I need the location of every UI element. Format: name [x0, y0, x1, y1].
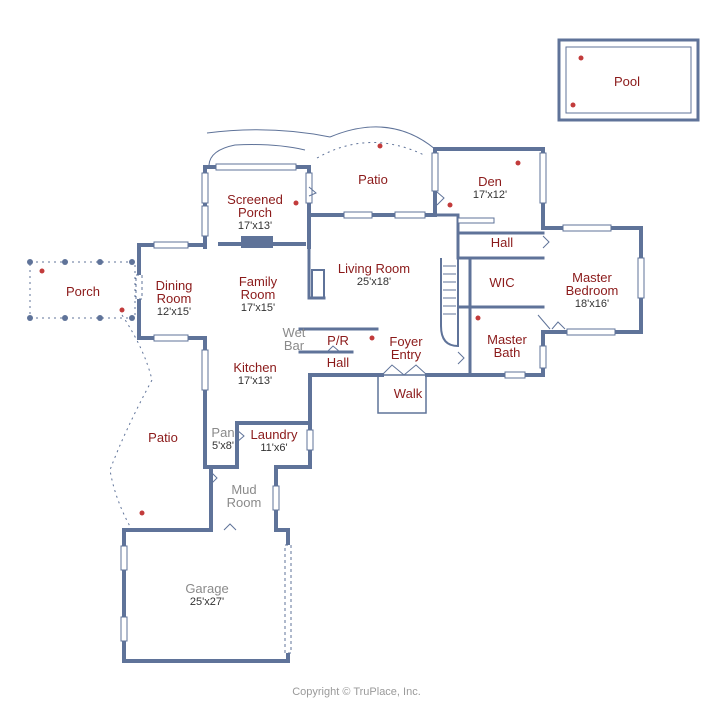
fixtures [210, 186, 566, 531]
interior-walls [235, 213, 545, 469]
room-dims-laundry: 11'x6' [260, 442, 287, 454]
porch-posts [27, 259, 135, 321]
room-label-patio-top: Patio [358, 172, 388, 187]
room-label-hall-upper: Hall [491, 235, 514, 250]
room-label-kitchen: Kitchen [233, 360, 276, 375]
room-label-hall-lower: Hall [327, 355, 350, 370]
room-label-garage: Garage [185, 581, 228, 596]
room-dims-living-room: 25'x18' [357, 276, 391, 288]
room-label-porch: Porch [66, 284, 100, 299]
windows [120, 152, 645, 654]
room-dims-family-room: 17'x15' [241, 302, 275, 314]
room-label-wic: WIC [489, 275, 514, 290]
room-label-pantry: Pan [211, 425, 234, 440]
photo-markers [39, 55, 584, 516]
room-label-walk: Walk [394, 386, 423, 401]
room-dims-dining-room: 12'x15' [157, 306, 191, 318]
room-label-laundry: Laundry [251, 427, 298, 442]
room-dims-garage: 25'x27' [190, 596, 224, 608]
room-label-pool: Pool [614, 74, 640, 89]
room-dims-screened-porch: 17'x13' [238, 220, 272, 232]
room-label-patio-bottom: Patio [148, 430, 178, 445]
room-dims-master-bedroom: 18'x16' [575, 298, 609, 310]
room-dims-pantry: 5'x8' [212, 440, 234, 452]
pool [557, 38, 700, 122]
room-dims-kitchen: 17'x13' [238, 375, 272, 387]
room-label-pr: P/R [327, 333, 349, 348]
room-label-den: Den [478, 174, 502, 189]
room-label-living-room: Living Room [338, 261, 410, 276]
copyright-text: Copyright © TruPlace, Inc. [292, 686, 421, 698]
room-dims-den: 17'x12' [473, 189, 507, 201]
patio-outlines [29, 126, 436, 531]
